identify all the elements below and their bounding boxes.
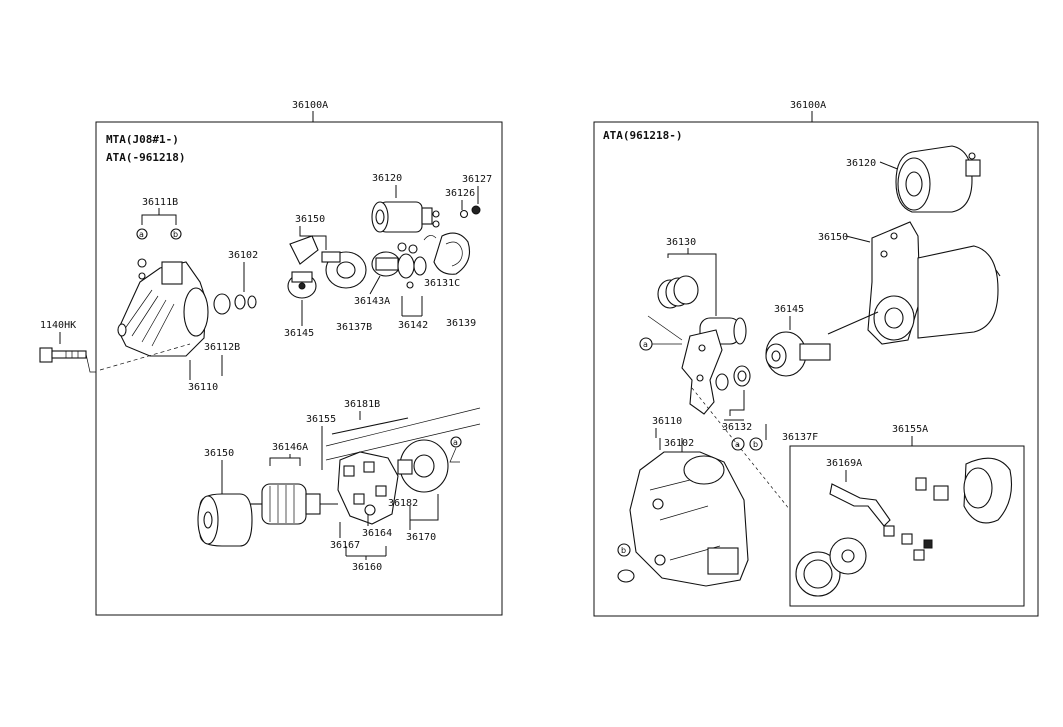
label-36102-right: 36102	[664, 438, 694, 449]
right-header-ata: ATA(961218-)	[603, 129, 682, 142]
label-36143A: 36143A	[354, 296, 390, 307]
marker-b-right-2-circle	[617, 543, 631, 557]
label-36131C: 36131C	[424, 278, 460, 289]
shift-lever-drawing	[681, 317, 751, 415]
label-36164: 36164	[362, 528, 392, 539]
rear-cover-drawing	[397, 436, 462, 493]
marker-a-right-1: a	[643, 340, 648, 349]
marker-b-right-1-circle	[749, 437, 763, 451]
armature-drawing	[250, 483, 338, 525]
right-panel: 36100A ATA(961218-) 36120 36150 361	[593, 100, 1039, 617]
right-panel-frame	[593, 121, 1039, 617]
label-36146A: 36146A	[272, 442, 308, 453]
label-36181B: 36181B	[344, 399, 380, 410]
label-36150-upper: 36150	[295, 214, 325, 225]
bolt-b-marker	[170, 228, 182, 240]
label-36169A: 36169A	[826, 458, 862, 469]
label-36137B: 36137B	[336, 322, 372, 333]
long-bolt-drawing	[39, 347, 87, 363]
label-36126: 36126	[445, 188, 475, 199]
front-housing-drawing-right	[629, 451, 749, 587]
brush-kit-frame	[789, 445, 1025, 607]
label-36182: 36182	[388, 498, 418, 509]
label-36145: 36145	[284, 328, 314, 339]
label-36127: 36127	[462, 174, 492, 185]
pinion-clutch-drawing	[287, 235, 367, 299]
label-36137F: 36137F	[782, 432, 818, 443]
left-panel-frame	[95, 121, 503, 616]
drive-gear-drawing	[371, 232, 471, 289]
label-36120-right: 36120	[846, 158, 876, 169]
solenoid-drawing-right	[895, 145, 981, 213]
solenoid-drawing-left	[371, 201, 440, 233]
brush-kit-drawing	[795, 457, 1013, 597]
label-36130: 36130	[666, 237, 696, 248]
right-panel-title: 36100A	[790, 100, 826, 111]
label-36155A: 36155A	[892, 424, 928, 435]
label-36145-right: 36145	[774, 304, 804, 315]
marker-b-right-2: b	[621, 546, 626, 555]
pinion-drawing-right	[765, 331, 831, 377]
left-panel-title: 36100A	[292, 100, 328, 111]
yoke-drawing	[197, 493, 253, 547]
yoke-motor-drawing-right	[827, 221, 1001, 345]
front-housing-drawing	[117, 258, 231, 357]
label-36167: 36167	[330, 540, 360, 551]
label-1140HK: 1140HK	[40, 320, 76, 331]
left-header-ata: ATA(-961218)	[106, 151, 185, 164]
marker-a-lower: a	[453, 438, 458, 447]
label-36155: 36155	[306, 414, 336, 425]
label-36150-lower: 36150	[204, 448, 234, 459]
marker-b: b	[173, 230, 178, 239]
left-header-mta: MTA(J08#1-)	[106, 133, 179, 146]
bushing-right	[617, 569, 635, 583]
label-36160: 36160	[352, 562, 382, 573]
label-36110-right: 36110	[652, 416, 682, 427]
label-36120: 36120	[372, 173, 402, 184]
label-36132: 36132	[722, 422, 752, 433]
brush-holder-drawing	[337, 451, 399, 525]
label-36139: 36139	[446, 318, 476, 329]
left-panel: 36100A MTA(J08#1-) ATA(-961218) 36111B a…	[39, 100, 503, 616]
label-36111B: 36111B	[142, 197, 178, 208]
label-36150-right: 36150	[818, 232, 848, 243]
label-36142: 36142	[398, 320, 428, 331]
label-36112B: 36112B	[204, 342, 240, 353]
bolt-a-marker	[136, 228, 148, 240]
spring-drawing	[657, 275, 699, 309]
marker-a: a	[139, 230, 144, 239]
label-36110: 36110	[188, 382, 218, 393]
label-36102: 36102	[228, 250, 258, 261]
marker-b-right-1: b	[753, 440, 758, 449]
label-36170: 36170	[406, 532, 436, 543]
